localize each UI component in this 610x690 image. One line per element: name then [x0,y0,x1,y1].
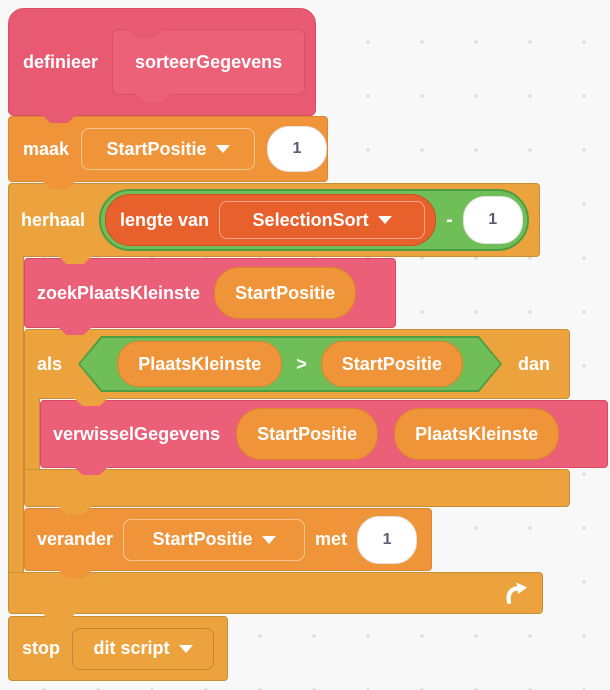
repeat-block-header[interactable]: herhaal lengte van SelectionSort - 1 [8,183,540,257]
variable-reporter-startpositie[interactable]: StartPositie [320,341,463,387]
variable-reporter-startpositie[interactable]: StartPositie [236,408,379,460]
variable-dropdown-label: StartPositie [106,138,207,159]
stop-dropdown-label: dit script [93,638,170,658]
call-label: verwisselGegevens [53,423,221,444]
dropdown-arrow-icon [178,644,193,653]
then-keyword-label: dan [518,353,551,374]
greater-than-operator[interactable]: PlaatsKleinste > StartPositie [78,336,502,392]
subtract-operator[interactable]: lengte van SelectionSort - 1 [99,189,530,251]
custom-block-prototype[interactable]: sorteerGegevens [112,29,306,95]
dropdown-arrow-icon [377,216,392,224]
stop-keyword-label: stop [22,638,60,658]
stop-dropdown[interactable]: dit script [72,627,214,670]
call-label: zoekPlaatsKleinste [37,282,201,303]
define-hat-block[interactable]: definieer sorteerGegevens [8,8,316,116]
variable-reporter-plaatskleinste[interactable]: PlaatsKleinste [117,341,283,387]
length-of-label: lengte van [120,209,210,230]
variable-dropdown[interactable]: StartPositie [123,518,306,561]
set-keyword-label: maak [23,138,70,159]
variable-dropdown-label: StartPositie [152,529,253,549]
minus-operator-label: - [446,208,453,231]
number-input[interactable]: 1 [357,515,418,564]
prototype-name-label: sorteerGegevens [135,51,283,72]
dropdown-arrow-icon [215,145,230,153]
if-block-arm[interactable] [24,398,40,470]
length-of-list-reporter[interactable]: lengte van SelectionSort [105,194,437,246]
repeat-block-footer[interactable] [8,572,543,614]
repeat-keyword-label: herhaal [21,209,86,230]
number-input[interactable]: 1 [462,196,523,244]
change-variable-block[interactable]: verander StartPositie met 1 [24,508,432,571]
custom-call-block-verwisselgegevens[interactable]: verwisselGegevens StartPositie PlaatsKle… [40,400,608,468]
list-dropdown[interactable]: SelectionSort [219,201,426,239]
greater-than-label: > [296,353,307,374]
number-input[interactable]: 1 [267,126,327,172]
if-block-header[interactable]: als PlaatsKleinste > StartPositie dan [24,329,570,399]
list-dropdown-label: SelectionSort [252,209,369,230]
set-variable-block[interactable]: maak StartPositie 1 [8,116,328,182]
define-keyword-label: definieer [23,51,99,72]
by-label: met [315,529,348,549]
change-keyword-label: verander [37,529,114,549]
repeat-block-arm[interactable] [8,256,24,573]
variable-reporter-plaatskleinste[interactable]: PlaatsKleinste [394,408,560,460]
if-block-footer[interactable] [24,469,570,507]
variable-dropdown[interactable]: StartPositie [81,128,255,170]
dropdown-arrow-icon [261,535,276,544]
loop-arrow-icon [506,582,527,605]
if-keyword-label: als [37,353,63,374]
custom-call-block-zoekplaatskleinste[interactable]: zoekPlaatsKleinste StartPositie [24,258,396,328]
variable-reporter-startpositie[interactable]: StartPositie [214,267,357,319]
stop-block[interactable]: stop dit script [8,616,228,681]
